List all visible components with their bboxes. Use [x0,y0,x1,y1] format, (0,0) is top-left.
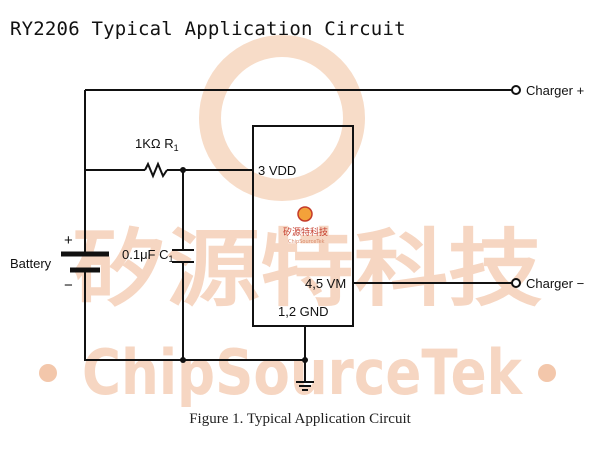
battery-label: Battery [10,256,52,271]
ic-pin-vdd: 3 VDD [258,163,296,178]
capacitor-label: 0.1μF C1 [122,247,174,264]
charger-positive-label: Charger + [526,83,584,98]
junction-dot-top [180,167,186,173]
ic-pin-gnd: 1,2 GND [278,304,329,319]
ground-icon [296,381,314,391]
charger-negative-label: Charger − [526,276,584,291]
watermark-dot-left [39,364,57,382]
ic-logo-english: ChipSourceTek [288,239,325,245]
page-title: RY2206 Typical Application Circuit [10,18,406,40]
junction-dot-bottom-right [302,357,308,363]
charger-negative-terminal [511,278,521,288]
watermark-logo-ring [199,35,365,201]
ic-pin-vm: 4,5 VM [305,276,346,291]
ic-logo: 矽源特科技 ChipSourceTek [283,206,328,245]
junction-dot-bottom-left [180,357,186,363]
resistor-label: 1KΩ R1 [135,136,179,153]
watermark-english-text: ChipSourceTek [82,336,524,409]
figure-caption: Figure 1. Typical Application Circuit [189,411,411,427]
resistor-symbol [144,161,168,179]
watermark: 矽源特科技 ChipSourceTek [39,35,556,409]
watermark-chinese-text: 矽源特科技 [72,220,542,318]
bottom-ground-wire [84,270,305,361]
battery-minus-sign: − [64,277,73,294]
battery-plus-sign: + [64,232,73,249]
charger-positive-terminal [511,85,521,95]
watermark-dot-right [538,364,556,382]
ic-logo-chinese: 矽源特科技 [283,226,328,238]
chip-logo-icon [297,206,313,222]
ic-chip-box [252,125,354,327]
